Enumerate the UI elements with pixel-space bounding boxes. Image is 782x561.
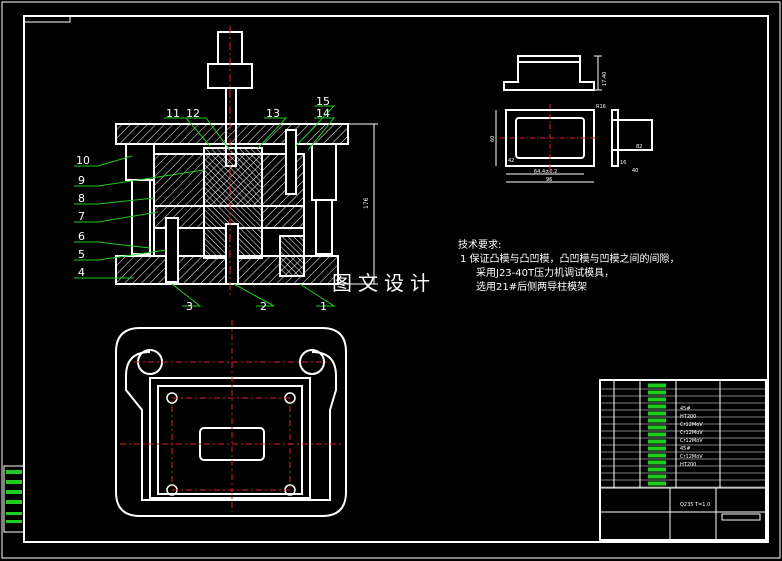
title-row-material: Cr12MoV (680, 422, 703, 428)
top-left-tab (23, 15, 71, 23)
drawing-frame (23, 15, 769, 543)
part-front-view (503, 55, 595, 91)
title-drawing-box (721, 513, 761, 521)
height-dimension (338, 123, 378, 285)
title-row-marker (648, 418, 666, 423)
notes-line-3: 选用21#后侧两导柱模架 (476, 280, 587, 293)
title-block-rows: 45#HT200Cr12MoVCr12MoVCr12MoV45#Cr12MoVH… (600, 383, 766, 488)
callout-6: 6 (78, 230, 85, 243)
title-row-material: 45# (680, 406, 691, 412)
callout-3: 3 (186, 300, 193, 313)
title-row-material: Cr12MoV (680, 454, 703, 460)
technical-notes: 技术要求: 1 保证凸模与凸凹模，凸凹模与凹模之间的间隙， 采用J23-40T压… (458, 238, 680, 293)
title-row-marker (648, 446, 666, 451)
plan-centerlines (120, 320, 342, 512)
callout-11: 11 (166, 107, 180, 120)
title-row-marker (648, 453, 666, 458)
plan-outer-outline (115, 327, 347, 517)
callout-14: 14 (316, 107, 330, 120)
title-row-marker (648, 474, 666, 479)
guide-post-left (131, 179, 151, 255)
title-row-marker (648, 425, 666, 430)
callout-2: 2 (260, 300, 267, 313)
die-plate-outline (149, 377, 311, 499)
callout-7: 7 (78, 210, 85, 223)
title-row-marker (648, 460, 666, 465)
callout-13: 13 (266, 107, 280, 120)
title-row-material: Cr12MoV (680, 430, 703, 436)
title-row-marker (648, 397, 666, 402)
callout-9: 9 (78, 174, 85, 187)
notes-heading: 技术要求: (458, 238, 501, 251)
guide-sleeve-left (125, 143, 155, 181)
part-plan-centerlines (500, 104, 600, 172)
dim-r16: R16 (596, 104, 606, 110)
watermark-text: 图文设计 (332, 271, 436, 295)
dim-42: 42 (508, 158, 514, 164)
stripper-right (261, 205, 305, 229)
die-block-outline (157, 385, 303, 495)
dim-82: 82 (636, 144, 642, 150)
plan-inner-outline (125, 351, 337, 501)
dim-outer-width: 96 (546, 177, 552, 183)
ejector-right (279, 235, 305, 277)
plan-view (115, 327, 347, 517)
callout-15: 15 (316, 95, 330, 108)
callout-10: 10 (76, 154, 90, 167)
callout-8: 8 (78, 192, 85, 205)
title-row-marker (648, 383, 666, 388)
guide-hole-right (299, 349, 325, 375)
section-view (115, 31, 349, 285)
title-row-material: HT200 (680, 462, 696, 468)
title-material: Q235 T=1.0 (680, 502, 710, 508)
dim-60: 60 (490, 136, 496, 142)
left-edge-block (3, 465, 25, 533)
title-row-marker (648, 432, 666, 437)
title-row-marker (648, 390, 666, 395)
guide-post-right (315, 199, 333, 255)
spring-slot (285, 129, 297, 195)
callout-1: 1 (320, 300, 327, 313)
notes-line-2: 采用J23-40T压力机调试模具， (476, 266, 614, 279)
screw-center (225, 223, 239, 285)
title-row-marker (648, 404, 666, 409)
callout-4: 4 (78, 266, 85, 279)
dim-16: 16 (620, 160, 626, 166)
title-row-marker (648, 481, 666, 486)
title-row-marker (648, 439, 666, 444)
guide-sleeve-right (311, 143, 337, 201)
upper-plate (115, 123, 349, 145)
dim-height-total: 176 (363, 197, 370, 209)
dim-inner-width: 64.4±0.2 (534, 169, 557, 175)
callout-12: 12 (186, 107, 200, 120)
part-plan-dims (495, 110, 594, 183)
title-row-marker (648, 411, 666, 416)
title-row-marker (648, 467, 666, 472)
part-callouts: 10 9 8 7 6 5 4 11 12 13 15 14 3 2 1 (76, 95, 330, 313)
part-side-view (611, 109, 653, 167)
dim-40: 40 (632, 168, 638, 174)
title-row-material: HT200 (680, 414, 696, 420)
part-front-dims (594, 55, 602, 91)
screw-left (165, 217, 179, 283)
dim-top-height: 17.40 (602, 72, 608, 86)
title-row-material: Cr12MoV (680, 438, 703, 444)
callout-leaders (74, 105, 336, 307)
callout-5: 5 (78, 248, 85, 261)
notes-line-1: 1 保证凸模与凸凹模，凸凹模与凹模之间的间隙， (460, 252, 680, 265)
title-block (599, 379, 767, 541)
title-row-material: 45# (680, 446, 691, 452)
